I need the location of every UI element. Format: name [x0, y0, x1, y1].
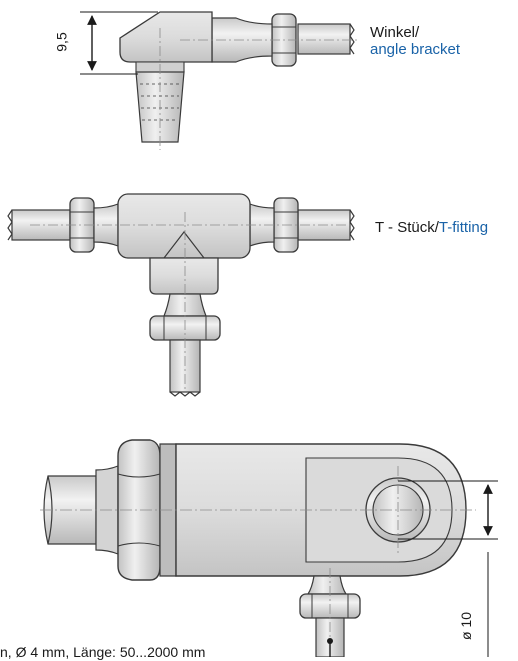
label-t-fitting-en: T-fitting [438, 219, 489, 236]
pipe-left [11, 209, 71, 241]
dimension-label-top: 9,5 [53, 32, 70, 52]
label-angle-bracket: angle bracket [370, 41, 461, 58]
t-fitting-part [7, 193, 355, 397]
caption-text: n, Ø 4 mm, Länge: 50...2000 mm [0, 644, 206, 660]
label-t-fitting: T - Stück/T-fitting [375, 219, 488, 236]
angle-bracket-part [80, 11, 360, 150]
detail-part [40, 439, 498, 657]
angle-body [119, 11, 213, 63]
t-body [117, 193, 251, 259]
pipe-right [297, 23, 351, 55]
label-winkel: Winkel/ [370, 24, 420, 41]
dimension-label-bottom: ø 10 [458, 611, 475, 641]
label-t-stueck: T - Stück/ [375, 219, 439, 236]
